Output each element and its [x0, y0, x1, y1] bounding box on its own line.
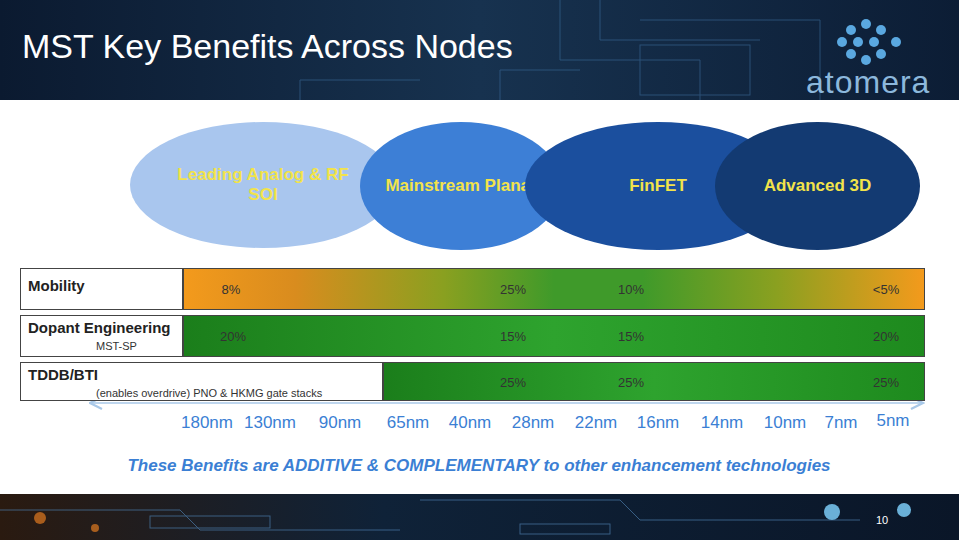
percent-value: 25% [500, 375, 526, 390]
node-label: Mainstream Planar [385, 176, 536, 196]
node-ellipse: Leading Analog & RF SOI [130, 122, 396, 248]
percent-value: 20% [873, 329, 899, 344]
node-ellipse: Advanced 3D [715, 122, 920, 250]
logo-text: atomera [806, 64, 930, 101]
node-label: Leading Analog & RF SOI [173, 165, 353, 205]
value-bar: 25% 25% 25% [383, 362, 925, 401]
node-size-label: 40nm [449, 413, 492, 433]
node-size-label: 130nm [244, 413, 296, 433]
row-subtext: MST-SP [96, 340, 137, 352]
node-size-label: 65nm [387, 413, 430, 433]
value-bar: 20% 15% 15% 20% [183, 315, 925, 357]
percent-value: 25% [500, 282, 526, 297]
node-size-label: 180nm [181, 413, 233, 433]
node-size-label: 7nm [824, 413, 857, 433]
row-heading: Mobility [28, 277, 85, 294]
node-size-label: 5nm [876, 411, 909, 431]
caption: These Benefits are ADDITIVE & COMPLEMENT… [127, 456, 830, 476]
page-number: 10 [876, 514, 888, 526]
percent-value: 25% [618, 375, 644, 390]
node-size-label: 14nm [701, 413, 744, 433]
node-size-label: 16nm [637, 413, 680, 433]
node-size-label: 22nm [575, 413, 618, 433]
node-label: Advanced 3D [764, 176, 872, 196]
row-heading: Dopant Engineering [28, 319, 171, 336]
percent-value: 10% [618, 282, 644, 297]
node-size-label: 28nm [512, 413, 555, 433]
node-size-label: 10nm [764, 413, 807, 433]
row-heading: TDDB/BTI [28, 366, 98, 383]
percent-value: 15% [500, 329, 526, 344]
slide-title: MST Key Benefits Across Nodes [22, 27, 513, 66]
percent-value: 20% [220, 329, 246, 344]
row-label-box: TDDB/BTI (enables overdrive) PNO & HKMG g… [20, 362, 383, 401]
row-subtext: (enables overdrive) PNO & HKMG gate stac… [96, 387, 322, 399]
row-label-box: Dopant EngineeringMST-SP [20, 315, 183, 357]
percent-value: 15% [618, 329, 644, 344]
node-size-label: 90nm [319, 413, 362, 433]
value-bar: 8% 25% 10% <5% [183, 268, 925, 310]
node-label: FinFET [629, 176, 687, 196]
percent-value: 25% [873, 375, 899, 390]
percent-value: <5% [873, 282, 899, 297]
percent-value: 8% [222, 282, 241, 297]
row-label-box: Mobility [20, 268, 183, 310]
